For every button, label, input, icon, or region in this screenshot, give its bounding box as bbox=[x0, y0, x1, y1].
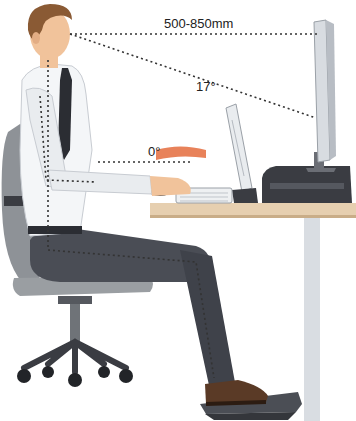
lower-leg bbox=[180, 250, 236, 390]
chair-wheel bbox=[42, 366, 54, 378]
belt bbox=[28, 226, 82, 234]
shirt bbox=[20, 64, 92, 236]
forearm bbox=[48, 170, 152, 194]
chair-base bbox=[24, 342, 126, 372]
arm-angle-line bbox=[40, 96, 96, 182]
dimension-label: 17° bbox=[196, 80, 216, 93]
monitor-foot bbox=[306, 168, 336, 172]
eye-level-line bbox=[70, 33, 318, 35]
desk-leg bbox=[304, 216, 320, 421]
keyboard-keys bbox=[180, 193, 228, 201]
desk-top bbox=[150, 203, 356, 217]
dimension-label: 500-850mm bbox=[164, 17, 233, 30]
chair-wheel bbox=[17, 369, 31, 383]
wrist-rest bbox=[156, 147, 206, 161]
desk-edge bbox=[150, 215, 356, 218]
hand bbox=[150, 176, 191, 196]
footrest-base bbox=[205, 412, 296, 420]
chair-wheel bbox=[98, 366, 110, 378]
chair-mechanism bbox=[58, 296, 92, 304]
ear bbox=[32, 32, 40, 44]
posture-line bbox=[48, 60, 214, 378]
chair-wheel bbox=[119, 369, 133, 383]
gaze-line bbox=[70, 34, 316, 118]
dimension-label: 0° bbox=[148, 145, 160, 158]
document-holder bbox=[226, 104, 252, 192]
guide-lines bbox=[40, 34, 318, 378]
document-lines bbox=[232, 120, 244, 176]
monitor-back bbox=[326, 20, 336, 160]
riser-slot bbox=[270, 183, 344, 189]
chair-wheel bbox=[68, 373, 82, 387]
holder-base bbox=[232, 188, 258, 203]
forearm-level-line bbox=[98, 161, 190, 163]
shoe-sole bbox=[206, 400, 266, 406]
monitor-riser bbox=[262, 166, 352, 203]
